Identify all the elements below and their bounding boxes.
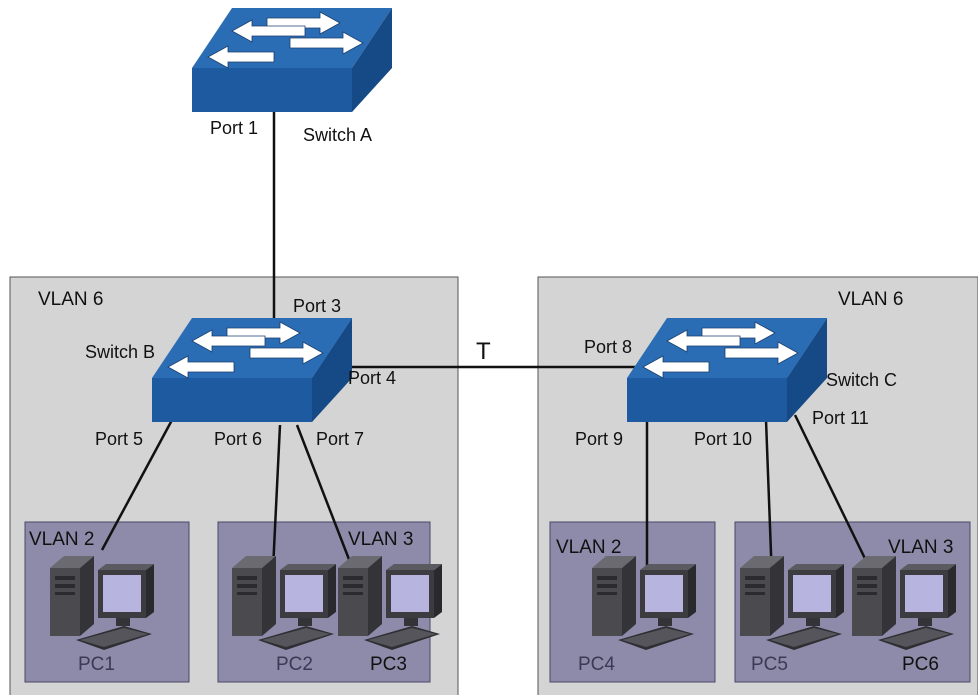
port-1-label: Port 1 [210,118,258,138]
port-3-label: Port 3 [293,296,341,316]
vlan6-label-left: VLAN 6 [38,289,103,310]
switch-c-label: Switch C [826,370,897,390]
port-8-label: Port 8 [584,337,632,357]
port-7-label: Port 7 [316,429,364,449]
switch-icon [151,317,353,423]
vlan6-label-right: VLAN 6 [838,289,903,310]
pc-icon [232,556,336,650]
pc2-label: PC2 [276,654,313,675]
vlan3-label-left: VLAN 3 [348,529,413,550]
pc4-label: PC4 [578,654,615,675]
pc-icon [740,556,844,650]
pc-icon [50,556,154,650]
port-10-label: Port 10 [694,429,752,449]
pc6-label: PC6 [902,654,939,675]
link-b-pc1 [100,419,174,551]
pc-icon [592,556,696,650]
pc5-label: PC5 [751,654,788,675]
trunk-label: T [476,338,491,365]
vlan3-label-right: VLAN 3 [888,537,953,558]
switch-a-label: Switch A [303,125,372,145]
port-5-label: Port 5 [95,429,143,449]
port-4-label: Port 4 [348,368,396,388]
pc-icon [338,556,442,650]
switch-icon [626,317,828,423]
switch-b-label: Switch B [85,342,155,362]
port-6-label: Port 6 [214,429,262,449]
port-9-label: Port 9 [575,429,623,449]
link-c-pc5 [764,419,774,581]
link-c-pc6 [793,414,875,576]
vlan2-label-right: VLAN 2 [556,537,621,558]
link-b-pc3 [295,424,359,581]
switch-icon [191,7,393,113]
pc-icon [852,556,956,650]
pc3-label: PC3 [370,654,407,675]
vlan2-label-left: VLAN 2 [29,529,94,550]
port-11-label: Port 11 [812,408,869,428]
pc1-label: PC1 [78,654,115,675]
